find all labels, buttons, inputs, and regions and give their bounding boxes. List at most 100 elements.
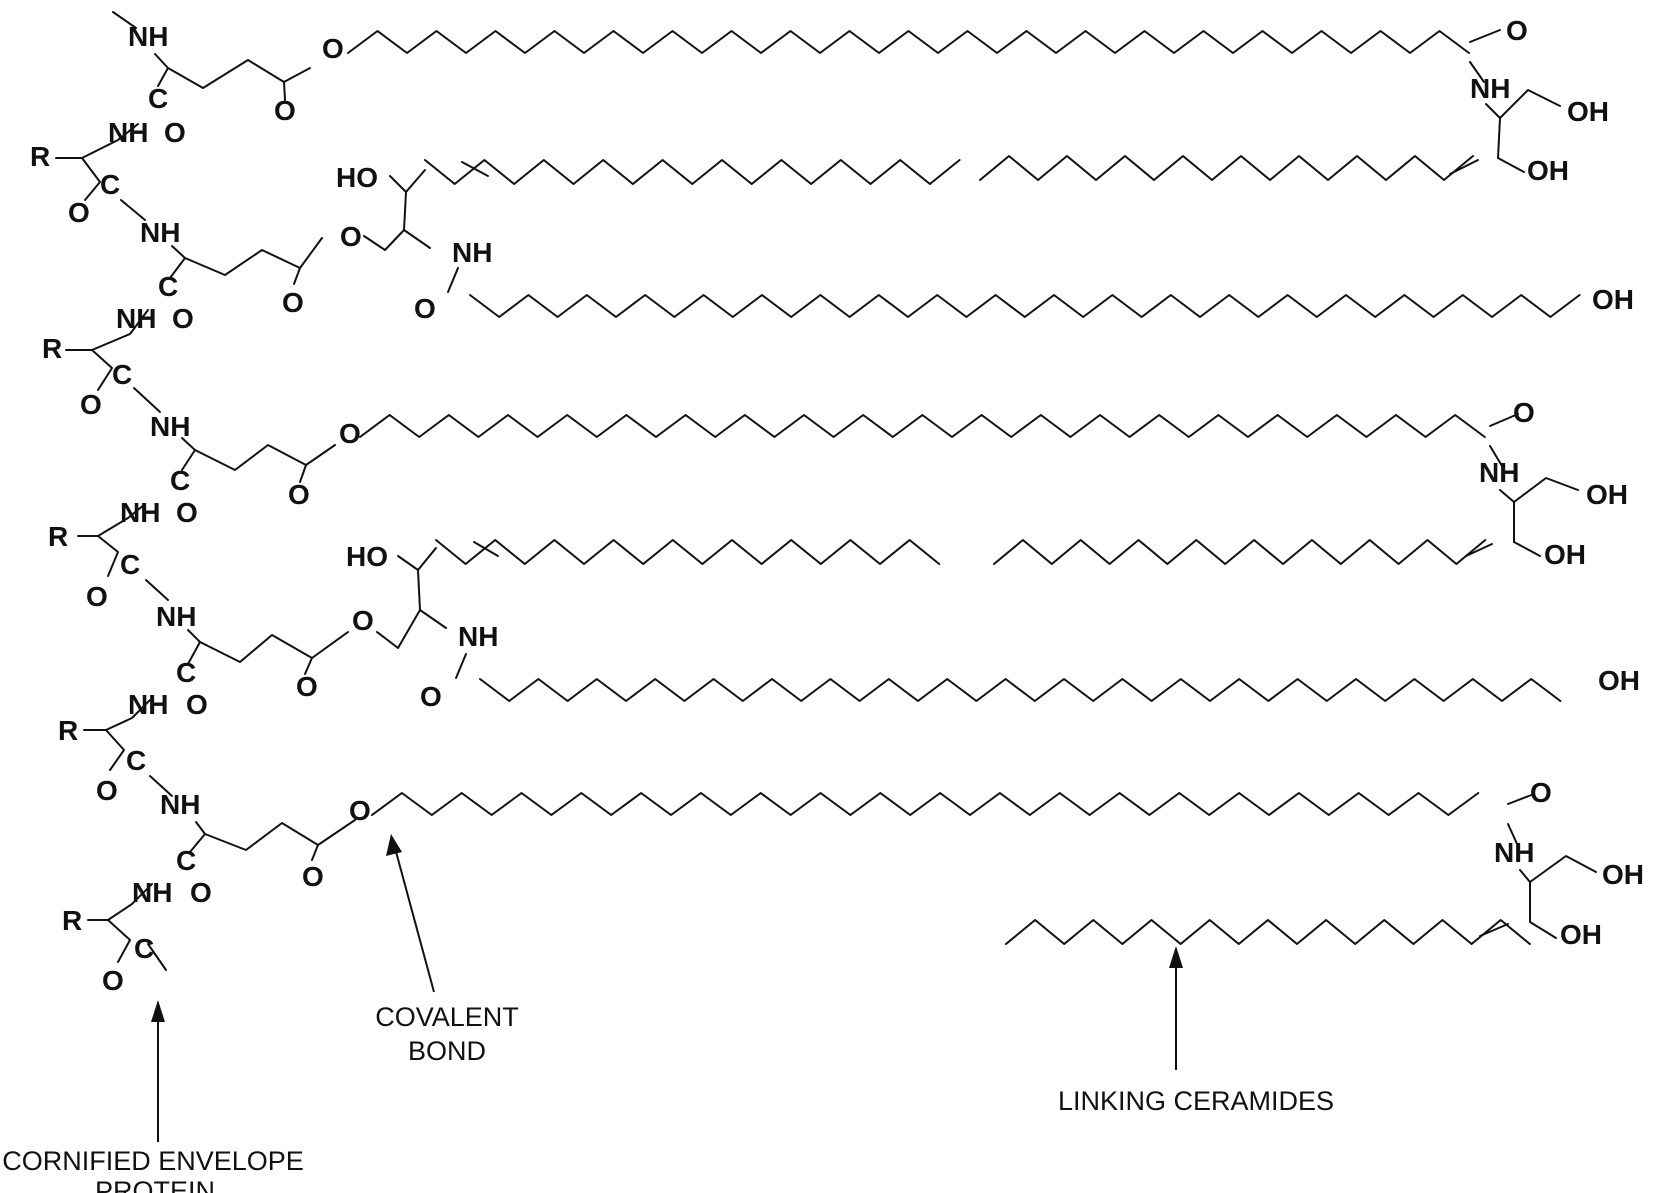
hydroxyl-label: OH <box>1586 479 1628 510</box>
carbon-label: C <box>120 549 140 580</box>
annotation-linking-ceramides: LINKING CERAMIDES <box>1058 946 1334 1116</box>
amine-label: NH <box>458 621 498 652</box>
omega-hydroxyls: OH OH <box>1592 284 1640 696</box>
amine-label: NH <box>160 789 200 820</box>
envelope-label-line2: PROTEIN <box>95 1176 215 1193</box>
carbon-label: C <box>176 845 196 876</box>
hydroxy-acyl-chain <box>479 678 1562 702</box>
carbonyl-oxygen-label: O <box>1506 15 1528 46</box>
carbonyl-oxygen-label: O <box>414 293 436 324</box>
oxygen-label: O <box>302 861 324 892</box>
amine-label: NH <box>128 689 168 720</box>
hydroxyl-label: OH <box>1560 919 1602 950</box>
amine-label: NH <box>120 497 160 528</box>
envelope-label-line1: CORNIFIED ENVELOPE <box>2 1146 304 1176</box>
carbonyl-oxygen-label: O <box>420 681 442 712</box>
hydroxyl-label: OH <box>1602 859 1644 890</box>
amine-label: NH <box>1479 457 1519 488</box>
amide-bond-line <box>1469 61 1485 83</box>
amine-label: NH <box>452 237 492 268</box>
carbon-label: C <box>126 745 146 776</box>
oxygen-label: O <box>86 581 108 612</box>
amine-label: NH <box>108 117 148 148</box>
oxygen-label: O <box>96 775 118 806</box>
hydroxyl-label: OH <box>1598 665 1640 696</box>
linking-ceramides-label: LINKING CERAMIDES <box>1058 1086 1334 1116</box>
oxygen-label: O <box>172 303 194 334</box>
amide-bond-line <box>1489 445 1503 467</box>
sphingoid-chain <box>993 539 1487 565</box>
oxygen-label: O <box>296 671 318 702</box>
amine-label: NH <box>128 21 168 52</box>
ester-oxygen-labels: O O O <box>322 33 371 826</box>
carbon-label: C <box>100 169 120 200</box>
r-group-label: R <box>30 141 50 172</box>
ether-oxygen-label: O <box>340 221 362 252</box>
hydroxyl-label: OH <box>1544 539 1586 570</box>
omega-acyl-chain <box>371 792 1480 816</box>
sphingoid-chain <box>424 159 961 185</box>
carbonyl-oxygen-label: O <box>1530 777 1552 808</box>
double-bond-line <box>1479 923 1509 937</box>
covalent-label-line2: BOND <box>408 1036 486 1066</box>
annotation-covalent-bond: COVALENT BOND <box>375 834 519 1066</box>
r-group-label: R <box>42 333 62 364</box>
ester-oxygen-label: O <box>322 33 344 64</box>
oxygen-label: O <box>164 117 186 148</box>
oxygen-label: O <box>186 689 208 720</box>
hydroxy-acyl-chain <box>469 294 1581 318</box>
double-bond-line <box>461 161 489 177</box>
carbon-label: C <box>134 933 154 964</box>
ester-oxygen-label: O <box>339 418 361 449</box>
r-group-label: R <box>62 905 82 936</box>
amine-label: NH <box>1470 73 1510 104</box>
double-bond-line <box>1465 543 1493 557</box>
annotation-cornified-envelope: CORNIFIED ENVELOPE PROTEIN <box>2 1000 304 1193</box>
ester-oxygen-label: O <box>352 605 374 636</box>
protein-atom-labels: NH C NH O O R C O NH C NH O O R C O NH C… <box>30 21 324 996</box>
amide-bond-line <box>1489 413 1519 427</box>
carbon-label: C <box>170 465 190 496</box>
amine-label: NH <box>1494 837 1534 868</box>
ester-oxygen-label: O <box>349 795 371 826</box>
carbon-label: C <box>158 271 178 302</box>
middle-ceramide-heads: HO O NH O HO O NH O <box>336 162 498 712</box>
amine-label: NH <box>150 411 190 442</box>
hydroxyl-label: HO <box>336 162 378 193</box>
amine-label: NH <box>116 303 156 334</box>
protein-backbone <box>55 11 356 971</box>
oxygen-label: O <box>282 287 304 318</box>
omega-acyl-chain <box>359 414 1486 438</box>
amide-bond-line <box>1507 823 1519 847</box>
right-ceramide-heads: O NH OH OH O NH OH OH O NH OH OH <box>1470 15 1644 950</box>
hydroxyl-label: OH <box>1567 96 1609 127</box>
amide-bond-line <box>1507 793 1535 805</box>
carbon-label: C <box>176 657 196 688</box>
oxygen-label: O <box>68 197 90 228</box>
carbon-label: C <box>148 83 168 114</box>
oxygen-label: O <box>190 877 212 908</box>
oxygen-label: O <box>274 95 296 126</box>
hydroxyl-label: OH <box>1527 155 1569 186</box>
oxygen-label: O <box>176 497 198 528</box>
amine-label: NH <box>140 217 180 248</box>
double-bond-line <box>473 541 499 557</box>
amide-bond-line <box>1469 29 1501 43</box>
amine-label: NH <box>132 877 172 908</box>
oxygen-label: O <box>80 389 102 420</box>
sphingoid-chain <box>1005 919 1531 945</box>
r-group-label: R <box>48 521 68 552</box>
carbon-label: C <box>112 359 132 390</box>
carbonyl-oxygen-label: O <box>1513 397 1535 428</box>
ceramide-chains <box>347 29 1581 945</box>
hydroxyl-label: HO <box>346 541 388 572</box>
amine-label: NH <box>156 601 196 632</box>
oxygen-label: O <box>288 479 310 510</box>
oxygen-label: O <box>102 965 124 996</box>
omega-acyl-chain <box>347 30 1470 54</box>
r-group-label: R <box>58 715 78 746</box>
covalent-label-line1: COVALENT <box>375 1002 519 1032</box>
hydroxyl-label: OH <box>1592 284 1634 315</box>
sphingoid-chain <box>979 155 1474 181</box>
